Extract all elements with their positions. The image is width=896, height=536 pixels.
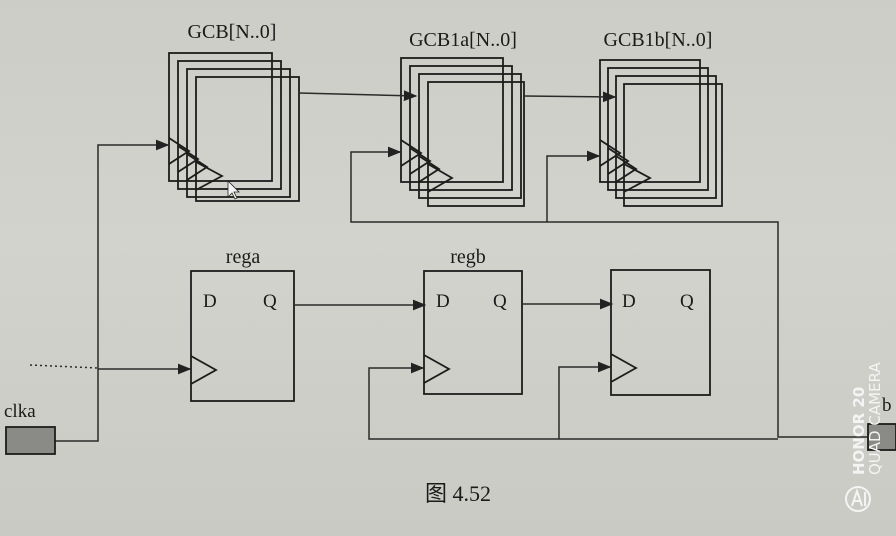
third-ff-q-pin: Q: [680, 291, 694, 312]
regb-flip-flop: D Q: [423, 270, 523, 395]
watermark-brand: HONOR 20: [850, 387, 868, 475]
clka-label: clka: [4, 401, 36, 422]
right-port: [867, 423, 896, 451]
third-ff-d-pin: D: [622, 291, 636, 312]
right-port-label: b: [882, 395, 892, 416]
gcb1b-register-stack: [599, 59, 723, 207]
gcb1a-to-gcb1b-wire: [523, 91, 617, 103]
gcb-label: GCB[N..0]: [188, 21, 277, 43]
b-to-gcb1a-clock-wire: [350, 146, 868, 438]
b-to-regb-clock-wire: [368, 362, 778, 440]
regb-d-pin: D: [436, 291, 450, 312]
rega-flip-flop: D Q: [190, 270, 295, 402]
camera-watermark: HONOR 20 QUAD CAMERA: [850, 362, 884, 475]
regb-label: regb: [450, 246, 486, 268]
gcb1b-label: GCB1b[N..0]: [604, 29, 713, 51]
faint-dashed-wire: [29, 364, 99, 369]
figure-caption: 图 4.52: [425, 481, 491, 506]
third-flip-flop: D Q: [610, 269, 711, 396]
b-to-gcb1b-clock-wire: [546, 150, 601, 222]
rega-d-pin: D: [203, 291, 217, 312]
mouse-cursor-icon: [227, 180, 240, 200]
ai-logo-icon: [845, 486, 871, 512]
watermark-sub: QUAD CAMERA: [866, 362, 884, 475]
gcb1a-register-stack: [400, 57, 525, 207]
clka-port: [5, 426, 56, 455]
regb-q-pin: Q: [493, 291, 507, 312]
rega-q-pin: Q: [263, 291, 277, 312]
gcb-register-stack: [168, 52, 300, 202]
rega-label: rega: [226, 246, 261, 268]
clka-to-gcb-clock-wire: [55, 139, 170, 442]
gcb1a-label: GCB1a[N..0]: [409, 29, 517, 51]
b-to-third-ff-clock-wire: [558, 361, 612, 439]
gcb-to-gcb1a-wire: [298, 90, 418, 102]
